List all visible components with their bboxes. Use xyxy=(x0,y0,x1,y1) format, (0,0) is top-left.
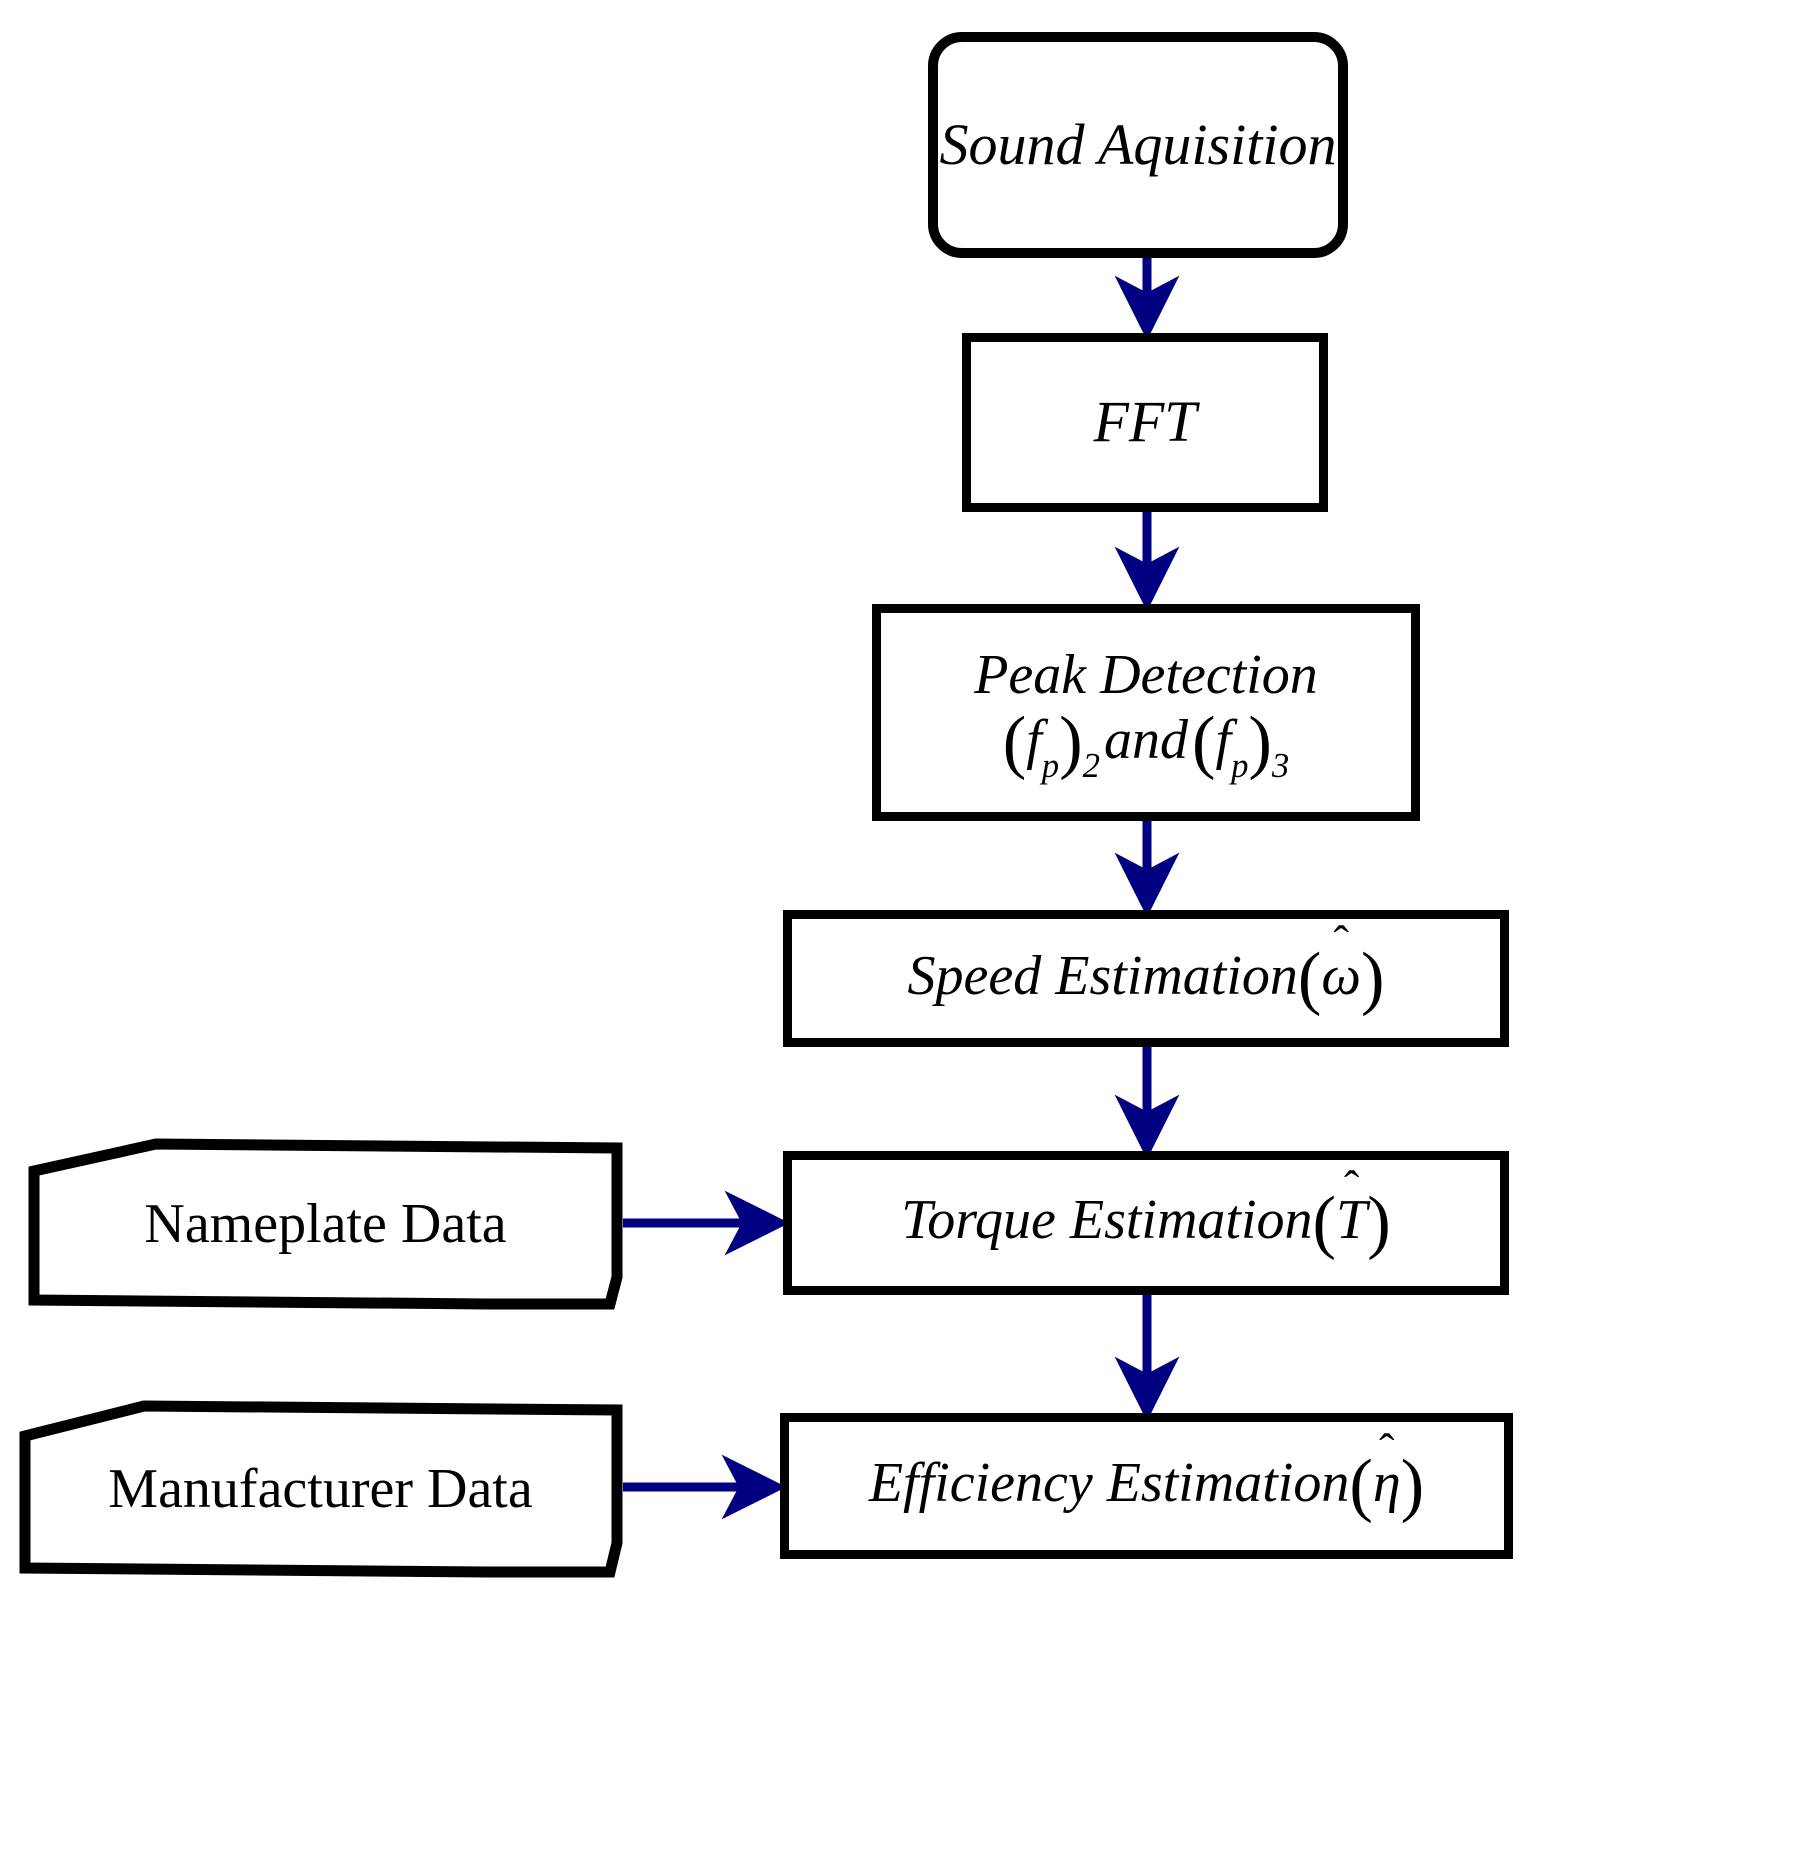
node-peak-detection[interactable]: Peak Detection (fp)2and(fp)3 xyxy=(872,604,1420,821)
paren-open-torque: ( xyxy=(1312,1183,1337,1262)
node-sound-acquisition[interactable]: Sound Aquisition xyxy=(928,32,1348,258)
paren-open-efficiency: ( xyxy=(1349,1446,1373,1525)
symbol-p-1: p xyxy=(1041,745,1060,785)
conjunction-and: and xyxy=(1104,709,1188,772)
node-nameplate-data-label: Nameplate Data xyxy=(144,1193,507,1255)
node-fft-label: FFT xyxy=(1093,389,1197,455)
node-sound-acquisition-label: Sound Aquisition xyxy=(939,112,1337,178)
paren-close-efficiency: ) xyxy=(1400,1446,1425,1525)
node-manufacturer-data-label: Manufacturer Data xyxy=(108,1458,533,1520)
subscript-2: 2 xyxy=(1082,745,1100,785)
node-peak-detection-formula: (fp)2and(fp)3 xyxy=(1003,707,1290,783)
symbol-f-1: f xyxy=(1026,709,1042,772)
speed-estimation-text: Speed Estimation xyxy=(907,944,1298,1007)
symbol-p-2: p xyxy=(1231,745,1249,785)
subscript-3: 3 xyxy=(1271,745,1290,785)
paren-close-1: ) xyxy=(1059,703,1083,782)
hat-accent-t: ˆ xyxy=(1343,1160,1360,1212)
omega-symbol: ω xyxy=(1321,944,1361,1007)
paren-close-speed: ) xyxy=(1360,938,1385,1017)
paren-close-2: ) xyxy=(1248,703,1272,782)
node-peak-detection-title: Peak Detection xyxy=(974,644,1318,707)
paren-open-speed: ( xyxy=(1297,938,1322,1017)
t-symbol: T xyxy=(1336,1189,1368,1252)
hat-accent-omega: ˆ xyxy=(1333,916,1349,968)
hat-accent-eta: ˆ xyxy=(1379,1423,1395,1475)
manufacturer-data-shape-outline xyxy=(19,1400,623,1578)
node-nameplate-data[interactable]: Nameplate Data xyxy=(28,1138,623,1310)
paren-open-1: ( xyxy=(1002,703,1027,782)
node-fft[interactable]: FFT xyxy=(962,333,1328,512)
efficiency-estimation-text: Efficiency Estimation xyxy=(868,1452,1350,1515)
nameplate-data-shape-outline xyxy=(28,1138,623,1310)
eta-symbol: η xyxy=(1372,1452,1401,1515)
paren-open-2: ( xyxy=(1192,703,1216,782)
torque-estimation-text: Torque Estimation xyxy=(901,1189,1313,1252)
node-manufacturer-data[interactable]: Manufacturer Data xyxy=(18,1400,623,1578)
symbol-f-2: f xyxy=(1215,709,1232,772)
paren-close-torque: ) xyxy=(1367,1183,1391,1262)
